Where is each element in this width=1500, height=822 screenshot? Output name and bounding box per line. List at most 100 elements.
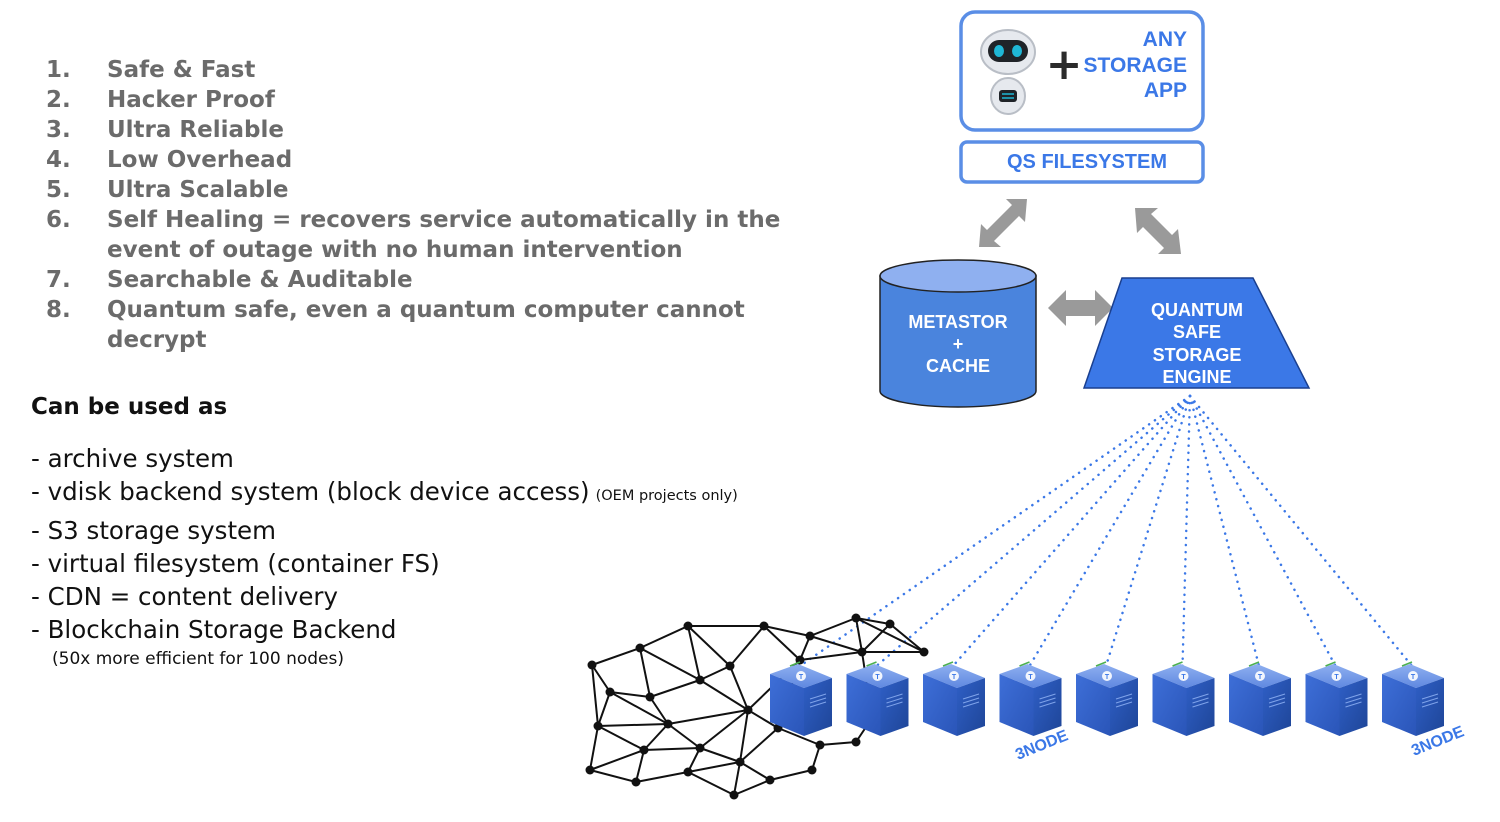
feature-item: 6.Self Healing = recovers service automa… bbox=[46, 207, 781, 263]
mesh-edge bbox=[635, 771, 689, 783]
connection-line bbox=[1028, 394, 1192, 668]
plus-sign: + bbox=[1046, 39, 1083, 90]
mesh-edge bbox=[609, 691, 669, 725]
mesh-edge bbox=[699, 747, 741, 763]
use-item: - archive system bbox=[31, 444, 234, 473]
use-item-note: (OEM projects only) bbox=[595, 488, 738, 505]
server-node-icon bbox=[1381, 661, 1445, 737]
mesh-node bbox=[885, 619, 895, 629]
mesh-edge bbox=[687, 625, 731, 667]
mesh-node bbox=[585, 765, 595, 775]
engine-line3: STORAGE bbox=[1153, 345, 1242, 365]
connection-line bbox=[1181, 394, 1192, 668]
feature-item: 1.Safe & Fast bbox=[46, 57, 256, 83]
mesh-edge bbox=[643, 723, 669, 751]
mesh-edge bbox=[855, 617, 925, 653]
mesh-edge bbox=[739, 709, 749, 763]
double-arrow-icon bbox=[979, 199, 1181, 326]
mesh-node bbox=[725, 661, 735, 671]
uses-title: Can be used as bbox=[31, 394, 228, 420]
mesh-edge bbox=[591, 664, 611, 693]
server-node-icon bbox=[1304, 661, 1369, 737]
mesh-edge bbox=[649, 679, 701, 698]
mesh-node bbox=[683, 767, 693, 777]
connection-line bbox=[1104, 394, 1192, 668]
mesh-node bbox=[851, 737, 861, 747]
uses-footnote: (50x more efficient for 100 nodes) bbox=[52, 649, 344, 669]
use-item: - virtual filesystem (container FS) bbox=[31, 548, 440, 578]
mesh-edge bbox=[855, 617, 863, 653]
mesh-edge bbox=[635, 749, 645, 783]
feature-item: 4.Low Overhead bbox=[46, 147, 293, 173]
mesh-edge bbox=[687, 761, 741, 773]
feature-item: 5.Ultra Scalable bbox=[46, 177, 289, 203]
mesh-edge bbox=[861, 623, 891, 653]
metastor-line2: + bbox=[953, 334, 964, 354]
mesh-edge bbox=[699, 679, 749, 711]
mesh-node bbox=[743, 705, 753, 715]
engine-line2: SAFE bbox=[1173, 322, 1221, 342]
mesh-edge bbox=[687, 625, 701, 681]
engine-line4: ENGINE bbox=[1162, 367, 1231, 387]
mesh-edge bbox=[667, 709, 749, 725]
mesh-node bbox=[695, 743, 705, 753]
mesh-edge bbox=[687, 771, 735, 796]
mesh-edge bbox=[747, 709, 779, 729]
server-node-icon bbox=[922, 661, 986, 737]
connection-line bbox=[1188, 394, 1261, 668]
use-item: - CDN = content delivery bbox=[31, 582, 339, 612]
mesh-edge bbox=[597, 723, 669, 727]
mesh-edge bbox=[763, 625, 811, 637]
filesystem-box bbox=[959, 140, 1205, 184]
mesh-edge bbox=[589, 769, 637, 783]
mesh-edge bbox=[589, 749, 645, 771]
mesh-edge bbox=[777, 727, 821, 746]
mesh-node bbox=[587, 660, 597, 670]
app-box-line1: ANY bbox=[1143, 28, 1187, 51]
filesystem-label: QS FILESYSTEM bbox=[1007, 151, 1167, 173]
connection-line bbox=[951, 394, 1192, 668]
mesh-edge bbox=[889, 623, 925, 653]
mesh-node bbox=[805, 631, 815, 641]
storage-engine-shape bbox=[1082, 277, 1311, 389]
metastor-line3: CACHE bbox=[926, 356, 990, 376]
feature-item: 2.Hacker Proof bbox=[46, 87, 275, 113]
mesh-edge bbox=[739, 727, 779, 763]
feature-list: 1.Safe & Fast 2.Hacker Proof 3.Ultra Rel… bbox=[46, 55, 827, 355]
connection-lines bbox=[798, 394, 1414, 668]
mesh-node bbox=[593, 721, 603, 731]
mesh-node bbox=[919, 647, 929, 657]
mesh-edge bbox=[639, 647, 701, 681]
mesh-edge bbox=[733, 779, 771, 796]
connection-line bbox=[1188, 394, 1414, 668]
mesh-node bbox=[729, 790, 739, 800]
mesh-edge bbox=[699, 709, 749, 749]
mesh-edge bbox=[639, 647, 651, 698]
server-node-icon bbox=[1228, 661, 1292, 737]
server-node-icon bbox=[769, 661, 833, 737]
mesh-edge bbox=[649, 696, 669, 725]
app-box-line3: APP bbox=[1144, 79, 1187, 102]
mesh-edge bbox=[643, 747, 701, 751]
mesh-node bbox=[765, 775, 775, 785]
mesh-edge bbox=[799, 651, 863, 661]
engine-line1: QUANTUM bbox=[1151, 300, 1243, 320]
mesh-node bbox=[695, 675, 705, 685]
mesh-edge bbox=[729, 665, 749, 711]
node-row bbox=[769, 661, 1445, 737]
mesh-node bbox=[663, 719, 673, 729]
feature-item: 3.Ultra Reliable bbox=[46, 117, 284, 143]
mesh-node bbox=[807, 765, 817, 775]
mesh-edge bbox=[699, 665, 731, 681]
connection-line bbox=[1188, 394, 1337, 668]
mesh-edge bbox=[609, 691, 651, 698]
server-node-icon bbox=[998, 661, 1063, 737]
connection-line bbox=[798, 394, 1192, 668]
mesh-node bbox=[683, 621, 693, 631]
mesh-edge bbox=[597, 691, 611, 727]
mesh-node bbox=[631, 777, 641, 787]
mesh-edge bbox=[819, 741, 857, 746]
metastor-cylinder bbox=[879, 259, 1037, 408]
connection-line bbox=[875, 394, 1192, 668]
